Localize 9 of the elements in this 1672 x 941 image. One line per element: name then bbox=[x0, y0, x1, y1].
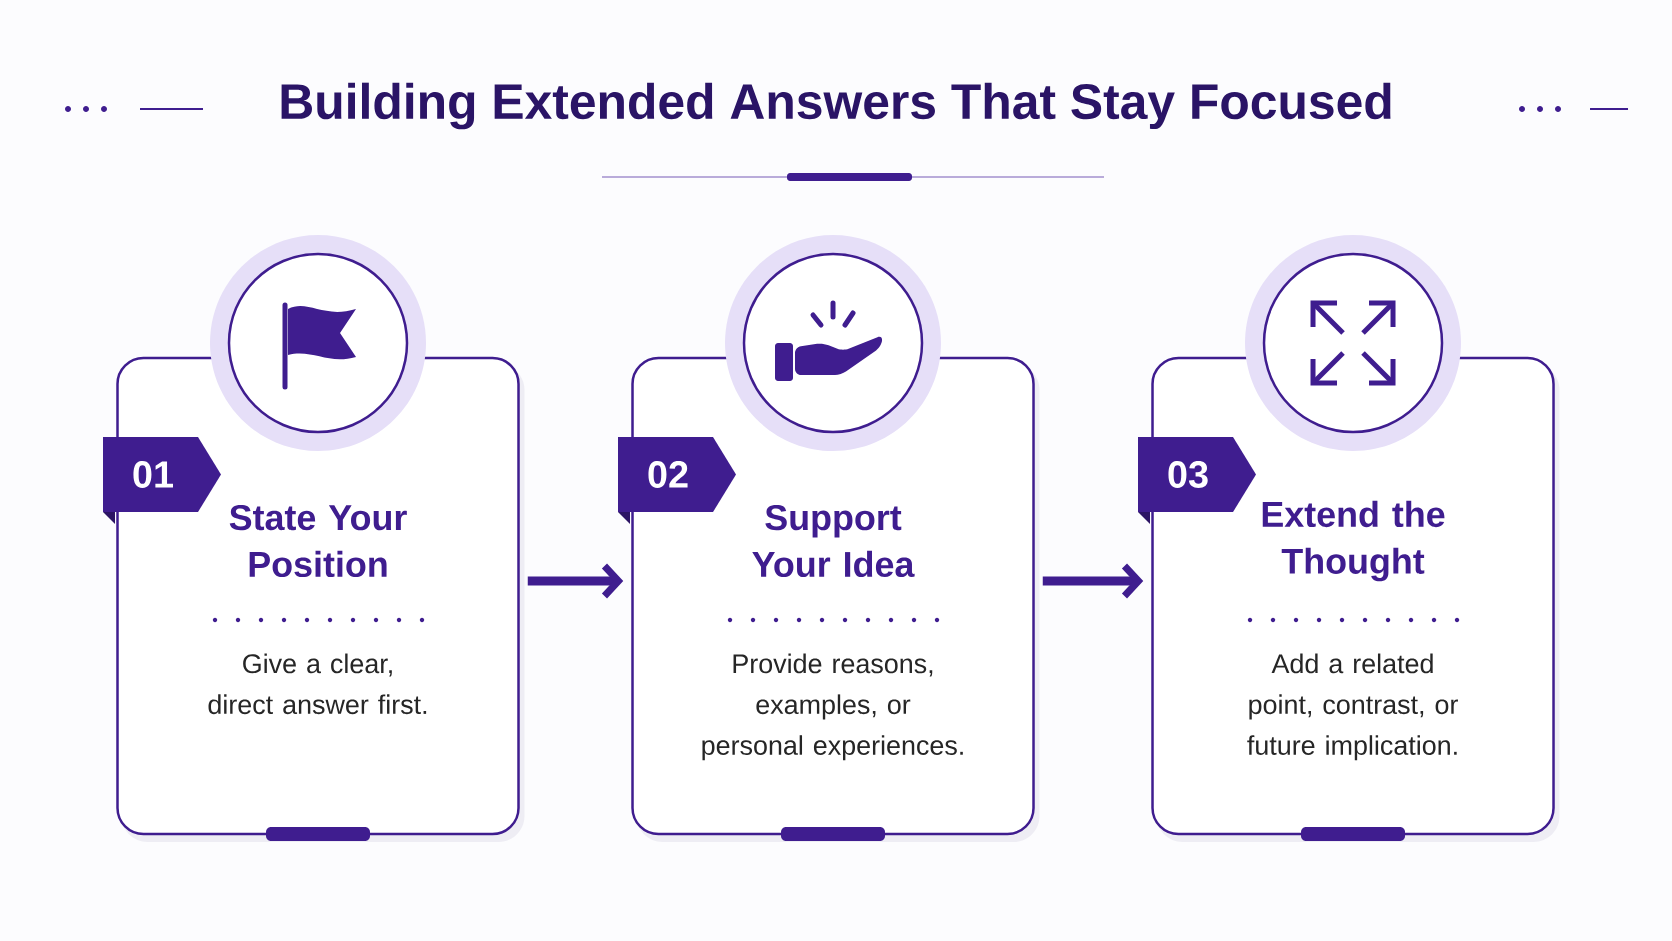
step-heading: Support Your Idea bbox=[752, 504, 915, 578]
step-description: Add a related point, contrast, or future implication. bbox=[1247, 653, 1458, 761]
title: Building Extended Answers That Stay Focused bbox=[281, 82, 1391, 130]
step-description: Give a clear, direct answer first. bbox=[208, 653, 427, 715]
step-description: Provide reasons, examples, or personal experiences. bbox=[702, 653, 963, 761]
step-heading: Extend the Thought bbox=[1262, 500, 1445, 582]
arrow bbox=[527, 563, 624, 599]
arrow bbox=[1042, 563, 1144, 599]
step-heading: State Your Position bbox=[229, 504, 407, 578]
